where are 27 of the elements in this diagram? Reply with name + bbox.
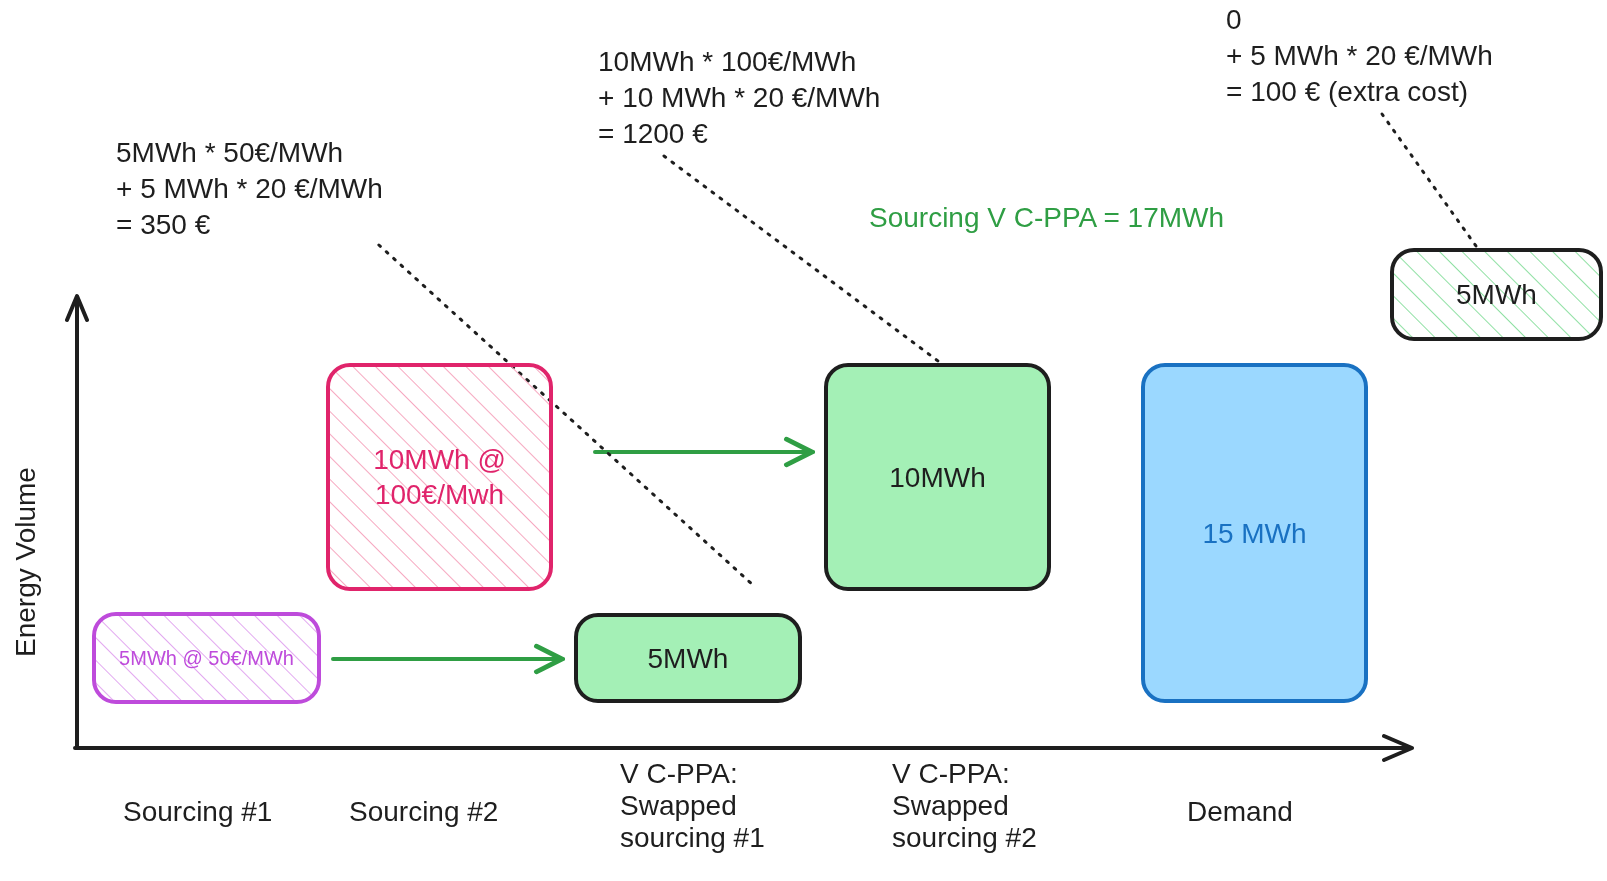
- volume-note: Sourcing V C-PPA = 17MWh: [869, 202, 1225, 234]
- cost-formula-line: + 5 MWh * 20 €/MWh: [116, 172, 383, 206]
- cost-formula-line: 10MWh * 100€/MWh: [598, 45, 858, 79]
- hatched-box: 10MWh @ 100€/Mwh: [326, 363, 553, 591]
- category-label: V C-PPA: Swapped sourcing #2: [892, 758, 1038, 854]
- arrow: [593, 436, 815, 468]
- leader-line: [377, 243, 755, 587]
- leader-line: [662, 154, 940, 363]
- category-label: Sourcing #2: [349, 796, 499, 828]
- cost-formula-line: 5MWh * 50€/MWh: [116, 136, 345, 170]
- cost-formula-line: = 350 €: [116, 208, 212, 242]
- category-label: Demand: [1187, 796, 1293, 828]
- leader-line: [1380, 112, 1478, 248]
- arrow: [331, 643, 565, 675]
- cost-formula-line: 0: [1226, 3, 1243, 37]
- cost-formula-line: + 5 MWh * 20 €/MWh: [1226, 39, 1493, 73]
- demand-box: 15 MWh: [1141, 363, 1368, 703]
- cost-formula-line: + 10 MWh * 20 €/MWh: [598, 81, 881, 115]
- hatched-box: 5MWh @ 50€/MWh: [92, 612, 321, 704]
- category-label: Sourcing #1: [123, 796, 273, 828]
- hatched-box: 5MWh: [1390, 248, 1603, 341]
- volume-box: 5MWh: [574, 613, 802, 703]
- axis-title: Energy Volume: [9, 467, 42, 657]
- category-label: V C-PPA: Swapped sourcing #1: [620, 758, 766, 854]
- volume-box: 10MWh: [824, 363, 1051, 591]
- cost-formula-line: = 100 € (extra cost): [1226, 75, 1469, 109]
- cost-formula-line: = 1200 €: [598, 117, 709, 151]
